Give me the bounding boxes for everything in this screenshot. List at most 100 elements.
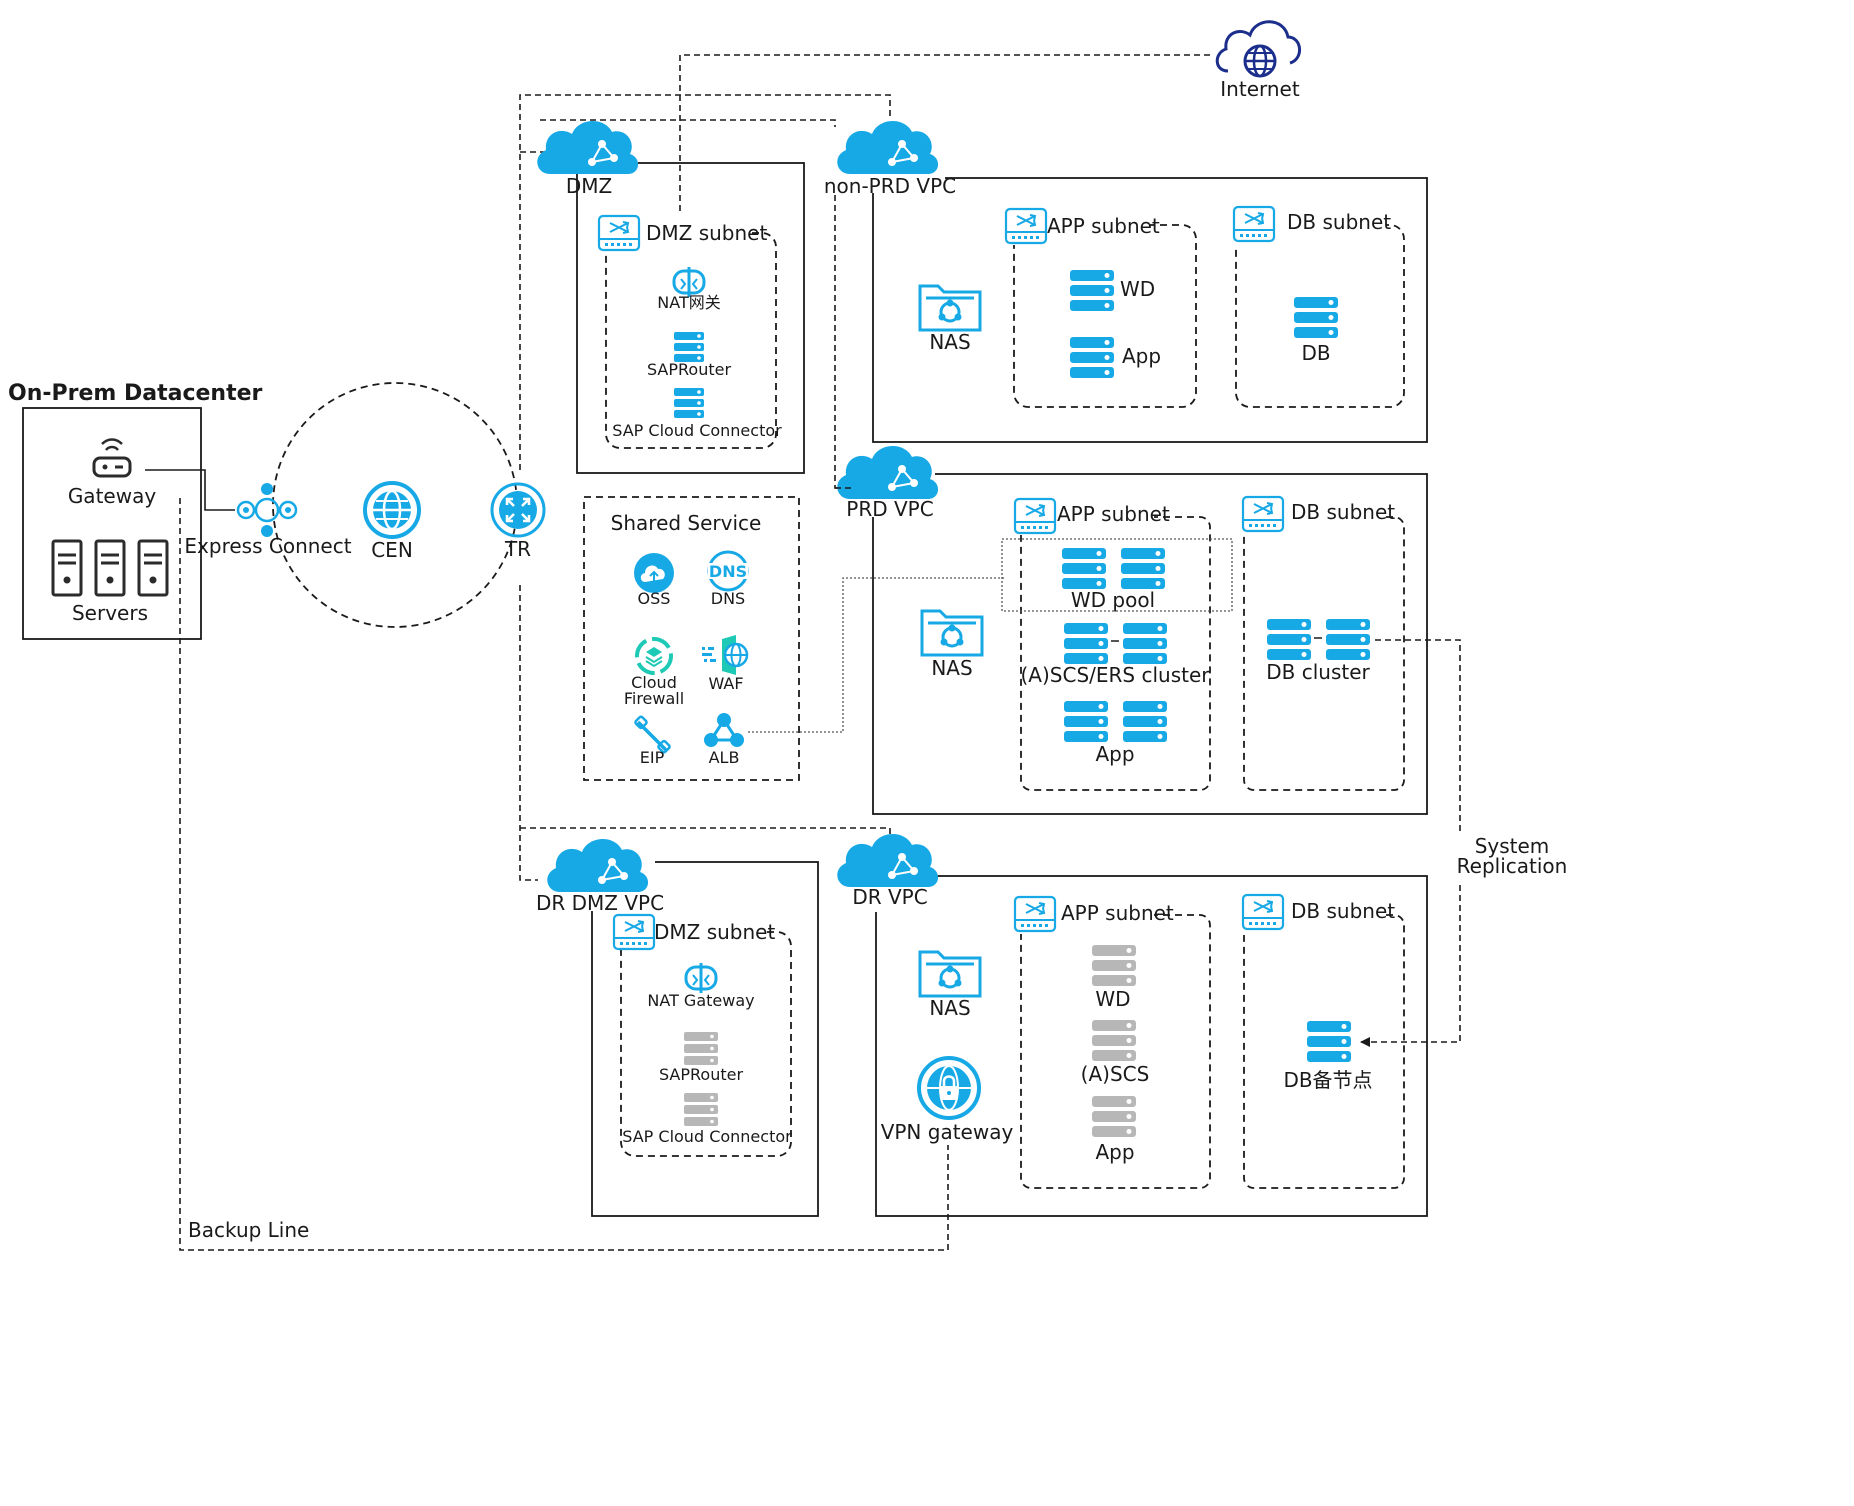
prd-db-icon-1 [1267, 619, 1311, 660]
sapcc-label: SAP Cloud Connector [612, 421, 782, 440]
drdmz-vpc-label: DR DMZ VPC [536, 891, 664, 915]
internet-link [679, 54, 1210, 245]
cloud-firewall-label-1: Cloud [631, 673, 677, 692]
eip-label: EIP [640, 748, 665, 767]
prd-nas-icon [920, 609, 984, 657]
prd-app-subnet-icon [1013, 497, 1057, 535]
dr-vpc-box [875, 875, 1428, 1217]
prd-app-icon-2 [1123, 701, 1167, 742]
dmz-subnet-label: DMZ subnet [646, 221, 767, 245]
transit-router-icon [490, 482, 546, 538]
onprem-box [22, 407, 202, 640]
nonprd-vpc-box [872, 177, 1428, 443]
nonprd-nas-label: NAS [929, 330, 970, 354]
drdmz-nat-label: NAT Gateway [647, 991, 754, 1010]
dr-wd-label: WD [1095, 987, 1130, 1011]
prd-wd-icon-1 [1062, 548, 1106, 589]
nonprd-app-subnet-box [1013, 224, 1197, 408]
sapcc-icon [674, 388, 704, 418]
internet-icon [1215, 20, 1301, 78]
dr-wd-icon [1092, 945, 1136, 986]
waf-icon [702, 635, 749, 675]
prd-db-subnet-label: DB subnet [1291, 500, 1395, 524]
dr-ascs-icon [1092, 1020, 1136, 1061]
cen-label: CEN [371, 538, 413, 562]
express-connect-icon [236, 483, 298, 537]
prd-ascs-icon-1 [1064, 623, 1108, 664]
alb-wdpool-link [748, 577, 1005, 733]
nonprd-app-icon [1070, 337, 1114, 378]
dr-app-subnet-label: APP subnet [1061, 901, 1174, 925]
nonprd-db-subnet-icon [1232, 205, 1276, 243]
dr-vpc-label: DR VPC [852, 885, 927, 909]
tr-nonprd-link [519, 94, 891, 470]
dr-nas-label: NAS [929, 996, 970, 1020]
dr-db-standby-label: DB备节点 [1283, 1068, 1372, 1092]
shared-service-title: Shared Service [611, 511, 762, 535]
saprouter-label: SAPRouter [647, 360, 731, 379]
wd-pool-label: WD pool [1071, 588, 1155, 612]
prd-db-cluster-label: DB cluster [1266, 660, 1370, 684]
dmz-vpc-box [576, 162, 805, 474]
dr-app-icon [1092, 1096, 1136, 1137]
prd-app-label: App [1095, 742, 1134, 766]
cloud-firewall-icon [635, 637, 673, 675]
nonprd-db-label: DB [1301, 341, 1330, 365]
prd-db-subnet-box [1243, 516, 1405, 791]
drdmz-vpc-box [591, 861, 819, 1217]
nonprd-app-subnet-icon [1004, 207, 1048, 245]
nonprd-app-label: App [1122, 344, 1161, 368]
drdmz-saprouter-icon [684, 1032, 718, 1065]
dmz-subnet-icon [597, 214, 641, 252]
prd-vpc-box [872, 473, 1428, 815]
nonprd-db-subnet-label: DB subnet [1287, 210, 1391, 234]
dns-icon: DNS [707, 550, 749, 592]
dr-ascs-label: (A)SCS [1081, 1062, 1150, 1086]
prd-db-icon-2 [1326, 619, 1370, 660]
system-replication-label-1: System [1475, 834, 1550, 858]
router-icon [92, 438, 132, 478]
dmz-vpc-label: DMZ [566, 174, 612, 198]
nonprd-wd-label: WD [1120, 277, 1155, 301]
dmz-subnet-box [605, 232, 777, 449]
express-connect-label: Express Connect [184, 534, 351, 558]
onprem-title: On-Prem Datacenter [8, 381, 263, 406]
tr-dr-link [520, 827, 891, 842]
dr-nas-icon [918, 950, 982, 998]
backup-line [179, 498, 949, 1251]
alb-label: ALB [709, 748, 740, 767]
drdmz-saprouter-label: SAPRouter [659, 1065, 743, 1084]
prd-db-subnet-icon [1241, 495, 1285, 533]
cen-globe-icon [363, 481, 421, 539]
nonprd-db-icon [1294, 297, 1338, 338]
dr-db-subnet-box [1243, 914, 1405, 1189]
dr-app-subnet-icon [1013, 895, 1057, 933]
nat-label: NAT网关 [657, 293, 720, 312]
oss-label: OSS [638, 589, 671, 608]
wd-pool-box [1001, 538, 1233, 612]
replication-arrow-icon [1360, 1037, 1370, 1047]
cloud-firewall-label-2: Firewall [624, 689, 684, 708]
gateway-ec-link [145, 469, 235, 511]
vpn-gateway-label: VPN gateway [881, 1120, 1014, 1144]
vpn-gateway-icon [917, 1056, 981, 1120]
nonprd-db-subnet-box [1235, 224, 1405, 408]
saprouter-icon [674, 332, 704, 362]
servers-icon [51, 539, 169, 597]
prd-ascs-icon-2 [1123, 623, 1167, 664]
dr-db-icon [1307, 1021, 1351, 1062]
tr-label: TR [504, 537, 531, 561]
svg-text:DNS: DNS [709, 562, 747, 581]
dr-app-label: App [1095, 1140, 1134, 1164]
dns-label: DNS [711, 589, 745, 608]
system-replication-link [1360, 639, 1461, 1043]
drdmz-sapcc-label: SAP Cloud Connector [622, 1127, 792, 1146]
drdmz-sapcc-icon [684, 1093, 718, 1126]
prd-vpc-label: PRD VPC [846, 497, 933, 521]
tr-drdmz-link [519, 585, 538, 881]
prd-nas-label: NAS [931, 656, 972, 680]
prd-app-icon-1 [1064, 701, 1108, 742]
backup-line-label: Backup Line [188, 1218, 309, 1242]
